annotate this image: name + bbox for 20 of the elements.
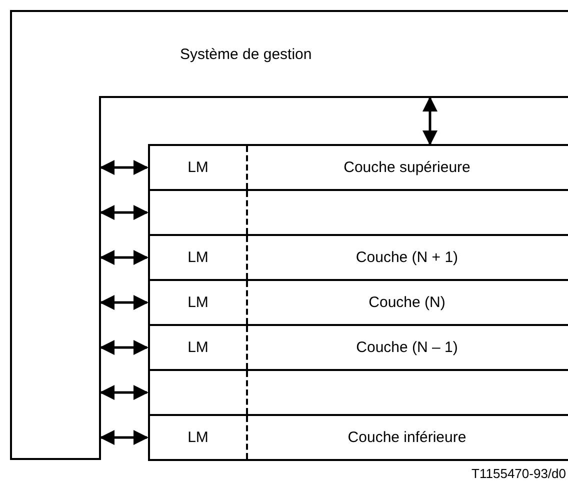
layer-manager-label: LM (188, 159, 208, 176)
double-arrow (100, 430, 148, 445)
system-title: Système de gestion (180, 46, 312, 63)
layer-name: Couche (N – 1) (356, 339, 458, 356)
layer-name: Couche (N + 1) (356, 249, 458, 266)
layer-name: Couche (N) (368, 294, 446, 311)
figure-reference: T1155470-93/d0 (472, 466, 566, 481)
double-arrow (422, 96, 438, 146)
double-arrow (100, 160, 148, 175)
layer-manager-label: LM (188, 339, 208, 356)
layer-name: Couche inférieure (348, 429, 466, 446)
double-arrow (100, 250, 148, 265)
layer-manager-label: LM (188, 429, 208, 446)
double-arrow (100, 205, 148, 220)
layer-name: Couche supérieure (344, 159, 470, 176)
layer-manager-label: LM (188, 294, 208, 311)
double-arrow (100, 295, 148, 310)
layer-manager-label: LM (188, 249, 208, 266)
double-arrow (100, 385, 148, 400)
double-arrow (100, 340, 148, 355)
